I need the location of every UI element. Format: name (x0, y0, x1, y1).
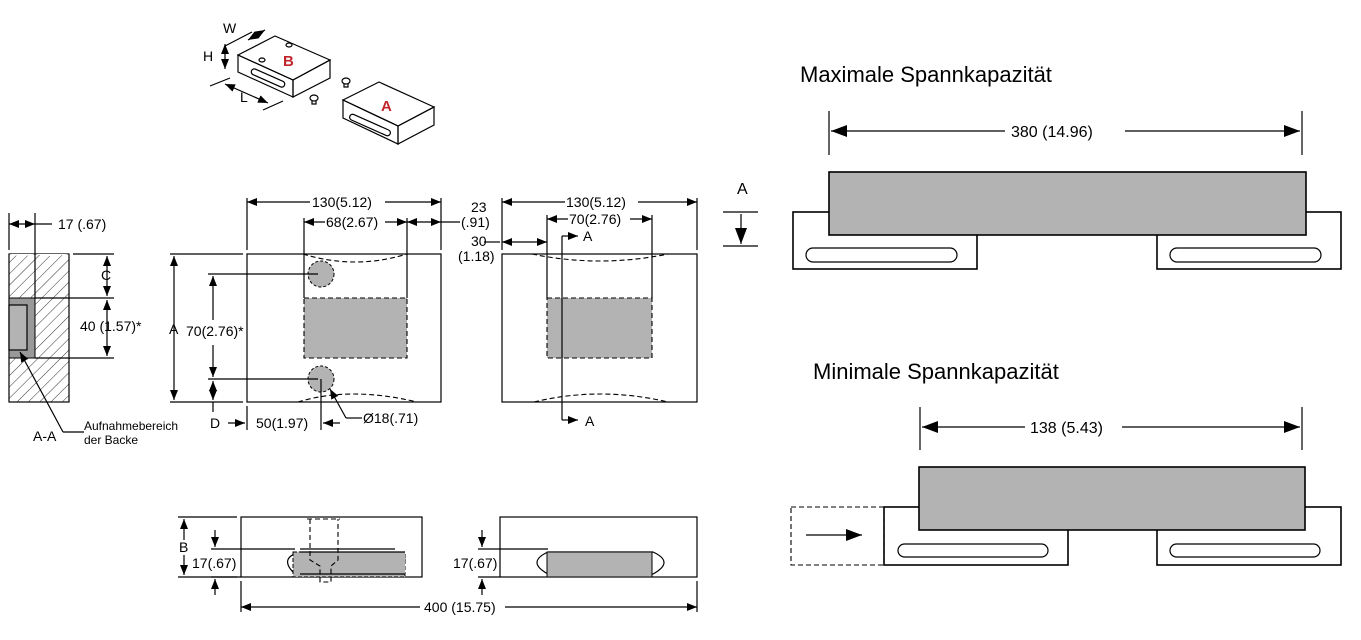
dim-w-line (224, 31, 253, 47)
iso-label-b: B (283, 53, 294, 70)
front-b-dim-70: 70(2.76)* (186, 323, 244, 339)
front-b-dim-68: 68(2.67) (326, 214, 378, 230)
isometric-view: B A W H L (203, 20, 436, 145)
min-capacity-diagram: Minimale Spannkapazität 138 (5.43) (790, 359, 1342, 566)
section-dim-c: C (101, 267, 111, 283)
front-b-dim-dia: Ø18(.71) (363, 410, 418, 426)
min-capacity-dim: 138 (5.43) (1030, 420, 1103, 437)
bottom-dim-b: B (179, 539, 188, 555)
max-capacity-diagram: Maximale Spannkapazität 380 (14.96) A (723, 62, 1342, 270)
dim-23-bottom: (.91) (461, 214, 490, 230)
bottom-views: B 17(.67) 17(.67) 400 (15.75) (178, 516, 698, 615)
dim-l-label: L (240, 89, 248, 105)
dim-30-bottom: (1.18) (458, 248, 495, 264)
min-capacity-title: Minimale Spannkapazität (813, 359, 1059, 384)
callout-line2: der Backe (84, 433, 138, 447)
section-mark-top: A (583, 228, 593, 244)
max-capacity-title: Maximale Spannkapazität (800, 62, 1052, 87)
max-capacity-dim-a: A (737, 181, 748, 198)
bottom-dim-17-left: 17(.67) (192, 555, 236, 571)
iso-block-b: B (236, 35, 332, 98)
dim-30-top: 30 (471, 233, 487, 249)
max-capacity-dim: 380 (14.96) (1011, 124, 1093, 141)
iso-block-a: A (341, 81, 436, 145)
front-b-dim-d: D (210, 415, 220, 431)
iso-label-a: A (381, 98, 392, 115)
bottom-dim-400: 400 (15.75) (424, 599, 496, 615)
dim-23-top: 23 (471, 199, 487, 215)
section-view: 17 (.67) C 40 (1.57)* A-A Aufnahmebereic… (8, 213, 178, 447)
front-b-dim-a: A (169, 321, 179, 337)
front-b-dim-50: 50(1.97) (256, 415, 308, 431)
front-a-dim-70: 70(2.76) (569, 211, 621, 227)
section-dim-17: 17 (.67) (58, 216, 106, 232)
dim-w-label: W (223, 20, 237, 36)
dim-l-line (224, 83, 269, 104)
front-b-dim-130: 130(5.12) (312, 194, 372, 210)
section-dim-40: 40 (1.57)* (80, 318, 142, 334)
front-view-b: 130(5.12) 68(2.67) 23 (.91) 30 (1.18) A … (169, 194, 495, 431)
front-a-dim-130: 130(5.12) (566, 194, 626, 210)
iso-screws (309, 77, 351, 105)
section-label: A-A (33, 428, 57, 444)
dim-h-label: H (203, 48, 213, 64)
section-mark-bottom: A (585, 413, 595, 429)
bottom-dim-17-right: 17(.67) (453, 555, 497, 571)
callout-line1: Aufnahmebereich (84, 419, 178, 433)
front-view-a: 130(5.12) 70(2.76) A A (484, 194, 698, 429)
